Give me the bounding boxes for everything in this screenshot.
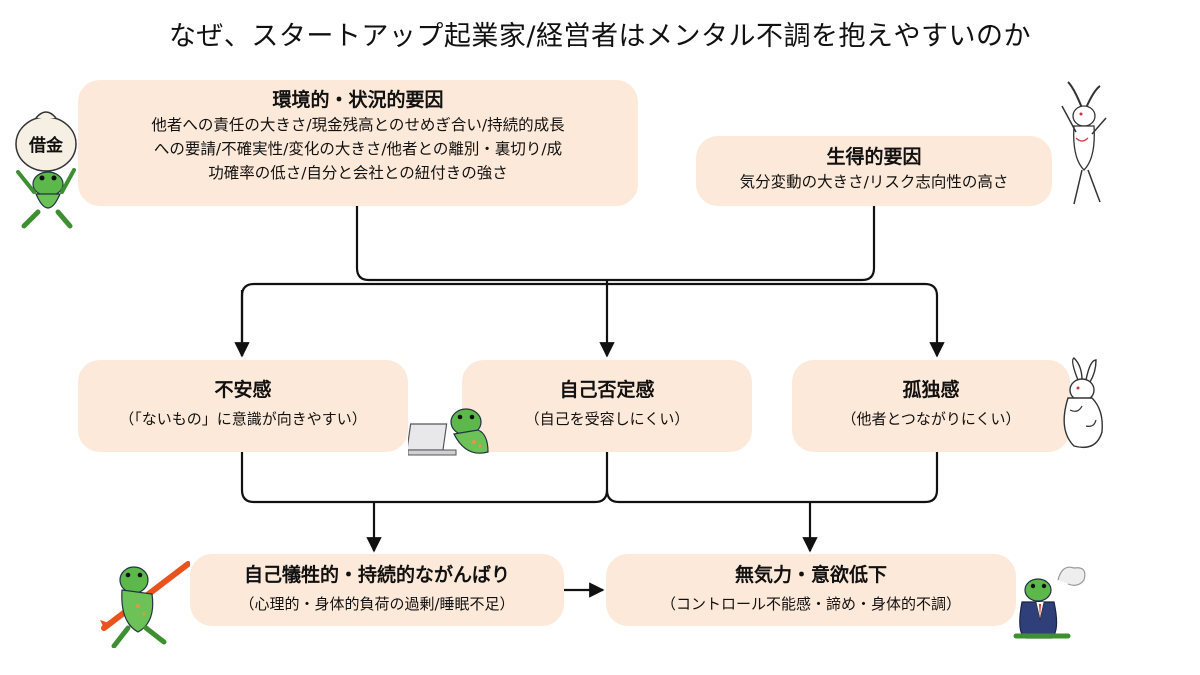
isolation-heading: 孤独感 [902, 379, 960, 401]
frog-suit-icon [1013, 566, 1086, 639]
environmental-factors-line-1: 他者への責任の大きさ/現金残高とのせめぎ合い/持続的成長 [151, 115, 565, 134]
apathy-box: 無気力・意欲低下 （コントロール不能感・諦め・身体的不調） [606, 554, 1016, 626]
frog-debt-bag-icon: 借金 [15, 111, 77, 229]
rabbit-sitting-icon [1063, 357, 1103, 449]
innate-factors-heading: 生得的要因 [826, 146, 922, 168]
rabbit-dancing-icon [1061, 81, 1107, 205]
anxiety-box: 不安感 （「ないもの」に意識が向きやすい） [78, 360, 408, 452]
environmental-factors-line-2: への要請/不確実性/変化の大きさ/他者との離別・裏切り/成 [153, 139, 563, 158]
isolation-box: 孤独感 （他者とつながりにくい） [792, 360, 1070, 452]
self-negation-heading: 自己否定感 [559, 379, 655, 401]
frog-laptop-icon [408, 408, 489, 456]
self-negation-box: 自己否定感 （自己を受容しにくい） [462, 360, 752, 452]
frog-pierced-icon [100, 561, 190, 648]
anxiety-heading: 不安感 [214, 379, 272, 401]
self-sacrifice-box: 自己犠牲的・持続的ながんばり （心理的・身体的負荷の過剰/睡眠不足） [190, 554, 564, 626]
self-sacrifice-sub: （心理的・身体的負荷の過剰/睡眠不足） [239, 594, 515, 613]
connector-merge-right [605, 452, 939, 504]
self-negation-sub: （自己を受容しにくい） [524, 409, 690, 428]
diagram-title: なぜ、スタートアップ起業家/経営者はメンタル不調を抱えやすいのか [168, 21, 1032, 52]
environmental-factors-heading: 環境的・状況的要因 [272, 89, 444, 111]
connector-anxiety-down [240, 452, 609, 504]
anxiety-sub: （「ないもの」に意識が向きやすい） [119, 409, 367, 428]
environmental-factors-line-3: 功確率の低さ/自分と会社との紐付きの強さ [208, 163, 508, 182]
apathy-sub: （コントロール不能感・諦め・身体的不調） [660, 594, 961, 613]
apathy-heading: 無気力・意欲低下 [734, 564, 887, 586]
isolation-sub: （他者とつながりにくい） [841, 409, 1021, 428]
environmental-factors-box: 環境的・状況的要因 他者への責任の大きさ/現金残高とのせめぎ合い/持続的成長 へ… [78, 80, 638, 206]
innate-factors-body: 気分変動の大きさ/リスク志向性の高さ [739, 172, 1009, 191]
connector-env-down [355, 206, 876, 282]
innate-factors-box: 生得的要因 気分変動の大きさ/リスク志向性の高さ [696, 136, 1052, 206]
self-sacrifice-heading: 自己犠牲的・持続的ながんばり [243, 564, 510, 586]
debt-bag-label: 借金 [28, 135, 64, 156]
connector-distribution [240, 282, 945, 358]
